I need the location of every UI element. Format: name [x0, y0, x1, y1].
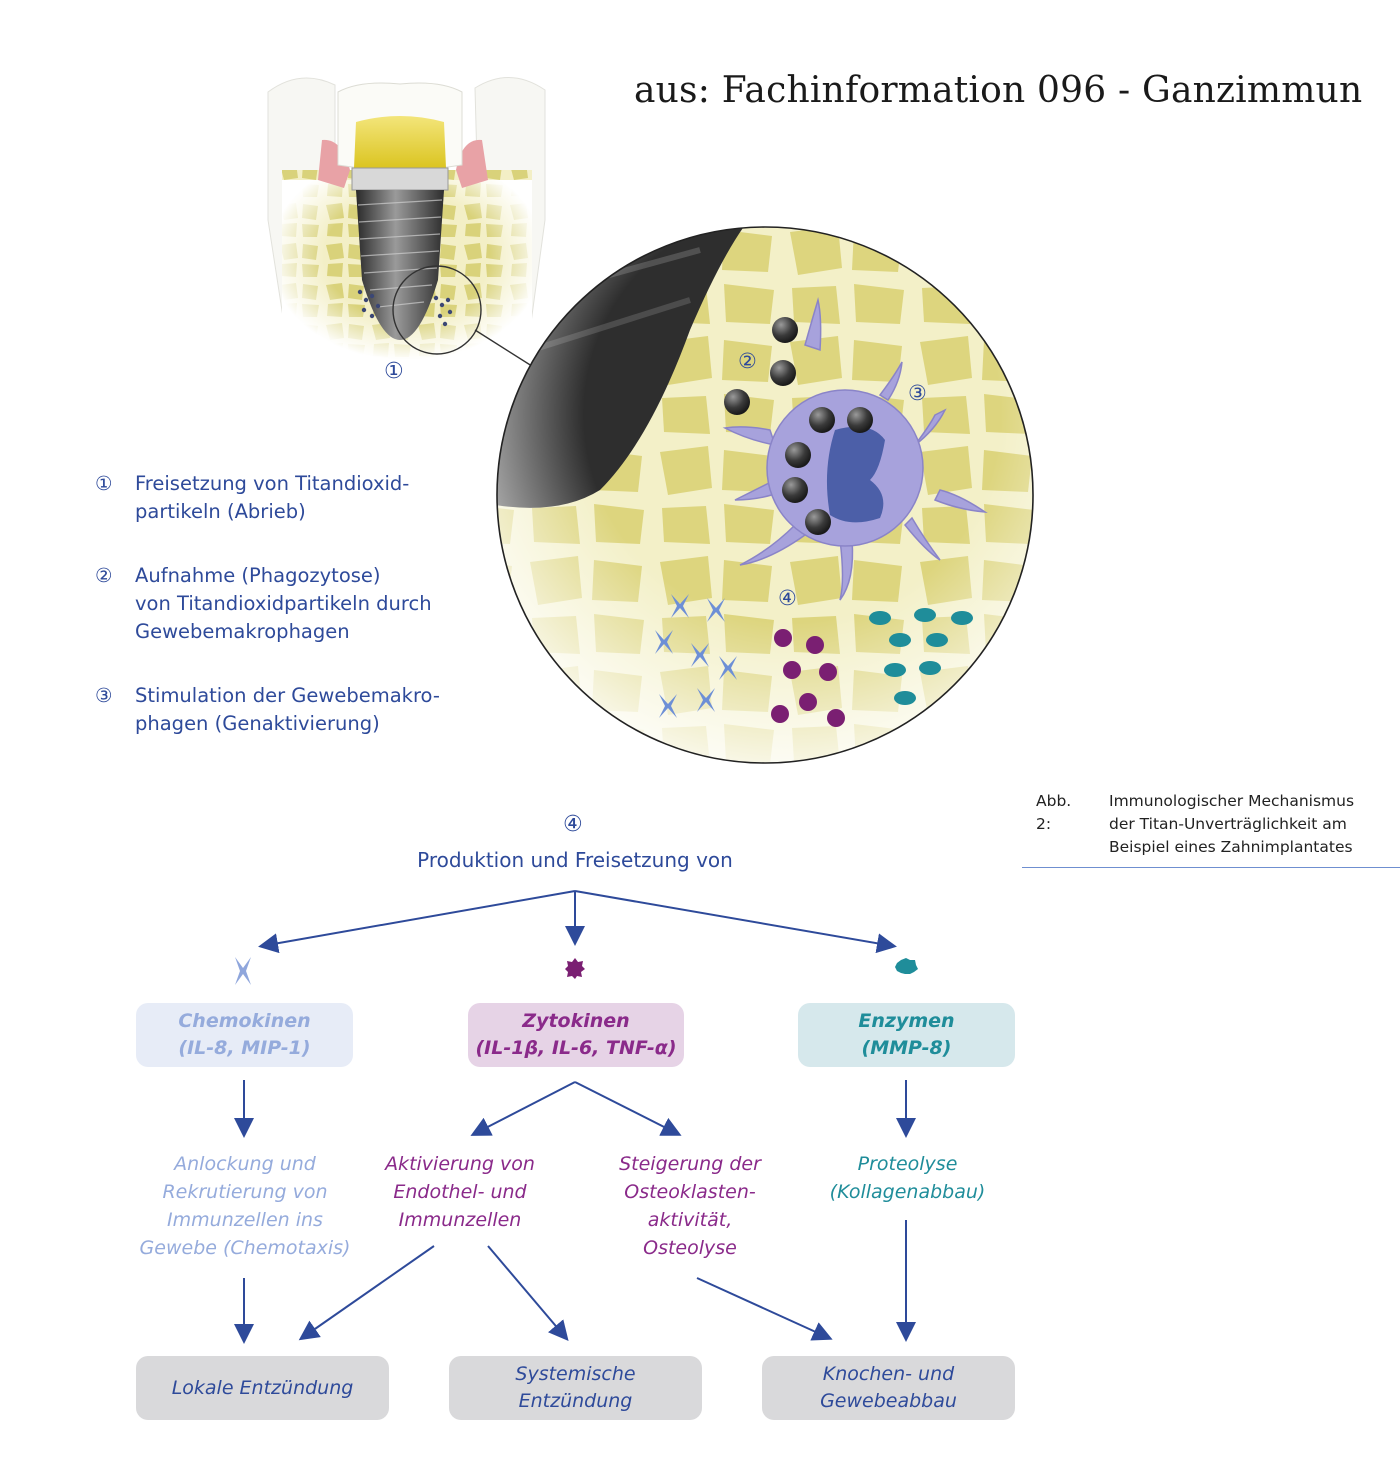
- flow-heading: Produktion und Freisetzung von: [417, 848, 733, 872]
- arrow-to-enzymes: [574, 890, 897, 954]
- outcome-local-inflammation: Lokale Entzündung: [136, 1356, 389, 1420]
- flow-marker-4: ④: [563, 812, 583, 837]
- released-particles: [357, 289, 453, 327]
- source-title: aus: Fachinformation 096 - Ganzimmun: [634, 70, 1363, 111]
- arrow-steig-knoch: [696, 1277, 833, 1341]
- category-sub: (MMP-8): [861, 1037, 952, 1059]
- caption-divider: [1022, 867, 1400, 868]
- effect-osteolysis: Steigerung der Osteoklasten- aktivität, …: [619, 1153, 761, 1259]
- marker-2: ②: [738, 349, 757, 373]
- phagocytosed-particle: [785, 442, 811, 468]
- step-item-1: ① Freisetzung von Titandioxid- partikeln…: [95, 470, 495, 526]
- category-sub: (IL-8, MIP-1): [178, 1037, 311, 1059]
- step-number: ②: [95, 564, 113, 587]
- step-text: Aufnahme (Phagozytose) von Titandioxidpa…: [135, 564, 432, 643]
- caption-label: Abb. 2:: [1036, 792, 1072, 833]
- outcome-text: Knochen- und Gewebeabbau: [820, 1363, 957, 1412]
- gum-right: [456, 139, 488, 188]
- enzyme-cluster: [869, 608, 973, 705]
- illustration: ①: [267, 77, 1034, 764]
- implant-abutment: [354, 116, 446, 172]
- category-box-cytokines: Zytokinen (IL-1β, IL-6, TNF-α): [468, 1003, 684, 1067]
- phagocytosed-particle: [809, 407, 835, 433]
- step-item-2: ② Aufnahme (Phagozytose) von Titandioxid…: [95, 562, 495, 646]
- caption-line: Beispiel eines Zahnimplantates: [1109, 838, 1353, 856]
- magnify-ring: [392, 265, 482, 355]
- chemokine-x-icon: [235, 957, 251, 985]
- step-number: ①: [95, 472, 113, 495]
- step-list: ① Freisetzung von Titandioxid- partikeln…: [95, 470, 495, 774]
- category-box-enzymes: Enzymen (MMP-8): [798, 1003, 1015, 1067]
- category-title: Zytokinen: [522, 1010, 630, 1032]
- magnified-view-border: [496, 226, 1034, 764]
- marker-4: ④: [778, 586, 797, 610]
- enzyme-star-icon: [895, 958, 918, 974]
- caption-text: Immunologischer Mechanismus der Titan-Un…: [1109, 790, 1354, 859]
- particle: [772, 317, 798, 343]
- category-box-chemokines: Chemokinen (IL-8, MIP-1): [136, 1003, 353, 1067]
- outcome-systemic-inflammation: Systemische Entzündung: [449, 1356, 702, 1420]
- step-text: Stimulation der Gewebemakro- phagen (Gen…: [135, 684, 440, 735]
- tooth-implant-illustration: [267, 77, 546, 370]
- effect-chemotaxis: Anlockung und Rekrutierung von Immunzell…: [139, 1153, 351, 1259]
- outcome-text: Systemische Entzündung: [515, 1363, 636, 1412]
- outcome-text: Lokale Entzündung: [171, 1376, 354, 1399]
- effect-activation: Aktivierung von Endothel- und Immunzelle…: [385, 1153, 535, 1231]
- category-title: Chemokinen: [178, 1010, 311, 1032]
- caption-line: Immunologischer Mechanismus: [1109, 792, 1355, 810]
- caption-line: der Titan-Unverträglichkeit am: [1109, 815, 1347, 833]
- implant-collar: [351, 167, 449, 191]
- arrow-to-chemokines: [258, 890, 576, 954]
- category-title: Enzymen: [858, 1010, 955, 1032]
- category-sub: (IL-1β, IL-6, TNF-α): [475, 1037, 677, 1059]
- particle: [770, 360, 796, 386]
- phagocytosed-particle: [805, 509, 831, 535]
- cytokine-star-icon: [565, 958, 585, 979]
- step-number: ③: [95, 684, 113, 707]
- cytokine-cluster: [771, 629, 845, 727]
- particle: [724, 389, 750, 415]
- outcome-bone-tissue-loss: Knochen- und Gewebeabbau: [762, 1356, 1015, 1420]
- step-item-3: ③ Stimulation der Gewebemakro- phagen (G…: [95, 682, 495, 738]
- macrophage-nucleus: [826, 426, 885, 523]
- magnify-connector: [474, 329, 536, 369]
- magnified-view: ② ③ ④: [497, 227, 1033, 763]
- arrow-zyto-steig: [574, 1081, 682, 1136]
- effect-proteolysis: Proteolyse (Kollagenabbau): [829, 1153, 986, 1203]
- step-text: Freisetzung von Titandioxid- partikeln (…: [135, 472, 410, 523]
- arrow-zyto-akt: [470, 1081, 576, 1136]
- marker-1-tooth: ①: [384, 359, 404, 384]
- phagocytosed-particle: [847, 407, 873, 433]
- arrow-akt-syst: [487, 1245, 569, 1342]
- marker-3: ③: [908, 381, 927, 405]
- phagocytosed-particle: [782, 477, 808, 503]
